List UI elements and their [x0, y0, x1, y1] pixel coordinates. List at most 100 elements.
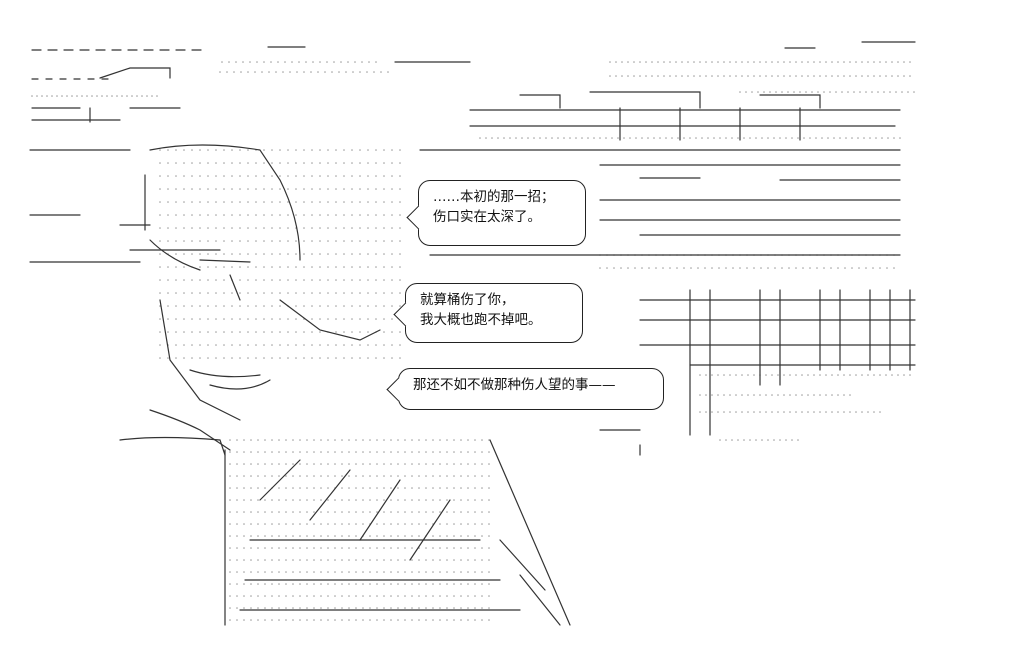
art-dot — [183, 149, 185, 151]
art-dot — [319, 357, 321, 359]
art-dot — [383, 547, 385, 549]
art-dot — [275, 71, 277, 73]
art-dot — [418, 595, 420, 597]
art-dot — [863, 137, 865, 139]
art-dot — [183, 201, 185, 203]
art-dot — [913, 91, 915, 93]
art-dot — [351, 318, 353, 320]
art-dot — [175, 344, 177, 346]
art-dot — [319, 318, 321, 320]
art-dot — [299, 535, 301, 537]
art-dot — [795, 267, 797, 269]
art-dot — [292, 511, 294, 513]
art-dot — [425, 511, 427, 513]
art-dot — [895, 91, 897, 93]
art-dot — [343, 188, 345, 190]
art-dot — [749, 137, 751, 139]
art-dot — [739, 267, 741, 269]
art-dot — [199, 240, 201, 242]
art-dot — [313, 571, 315, 573]
art-dot — [311, 344, 313, 346]
art-dot — [849, 411, 851, 413]
art-dot — [250, 547, 252, 549]
art-dot — [418, 571, 420, 573]
art-dot — [320, 595, 322, 597]
art-dot — [303, 175, 305, 177]
art-dot — [255, 305, 257, 307]
art-dot — [320, 619, 322, 621]
art-dot — [735, 394, 737, 396]
art-stroke — [149, 144, 301, 261]
art-dot — [397, 523, 399, 525]
art-dot — [641, 137, 643, 139]
art-dot — [859, 91, 861, 93]
art-dot — [801, 61, 803, 63]
art-dot — [755, 439, 757, 441]
art-dot — [287, 279, 289, 281]
art-dot — [285, 475, 287, 477]
art-dot — [243, 451, 245, 453]
art-dot — [843, 61, 845, 63]
art-dot — [411, 535, 413, 537]
art-dot — [369, 475, 371, 477]
art-dot — [777, 411, 779, 413]
art-dot — [223, 175, 225, 177]
art-dot — [825, 374, 827, 376]
art-dot — [488, 535, 490, 537]
art-dot — [264, 583, 266, 585]
art-dot — [348, 547, 350, 549]
art-dot — [375, 305, 377, 307]
art-dot — [229, 463, 231, 465]
art-dot — [319, 201, 321, 203]
art-dot — [279, 240, 281, 242]
art-dot — [299, 559, 301, 561]
art-dot — [175, 331, 177, 333]
art-dot — [271, 318, 273, 320]
art-dot — [651, 61, 653, 63]
art-dot — [292, 595, 294, 597]
art-dot — [207, 149, 209, 151]
art-dot — [255, 292, 257, 294]
art-dot — [319, 253, 321, 255]
art-dot — [867, 61, 869, 63]
art-dot — [404, 535, 406, 537]
art-dot — [348, 583, 350, 585]
art-dot — [287, 188, 289, 190]
art-dot — [348, 619, 350, 621]
art-dot — [334, 511, 336, 513]
art-dot — [327, 292, 329, 294]
art-dot — [467, 571, 469, 573]
art-dot — [383, 344, 385, 346]
art-dot — [404, 583, 406, 585]
art-dot — [795, 394, 797, 396]
art-dot — [891, 374, 893, 376]
art-dot — [264, 559, 266, 561]
art-dot — [460, 523, 462, 525]
art-dot — [355, 463, 357, 465]
art-dot — [327, 535, 329, 537]
art-dot — [295, 240, 297, 242]
art-dot — [375, 214, 377, 216]
art-dot — [359, 292, 361, 294]
art-dot — [223, 318, 225, 320]
art-dot — [801, 394, 803, 396]
art-dot — [341, 559, 343, 561]
art-dot — [243, 559, 245, 561]
art-dot — [359, 188, 361, 190]
art-dot — [460, 451, 462, 453]
art-dot — [285, 487, 287, 489]
art-dot — [467, 475, 469, 477]
art-dot — [367, 344, 369, 346]
art-dot — [250, 559, 252, 561]
art-dot — [803, 137, 805, 139]
art-dot — [819, 411, 821, 413]
art-dot — [453, 583, 455, 585]
art-dot — [263, 175, 265, 177]
art-dot — [587, 137, 589, 139]
art-dot — [295, 253, 297, 255]
art-dot — [355, 559, 357, 561]
art-dot — [351, 162, 353, 164]
art-dot — [271, 292, 273, 294]
art-dot — [855, 374, 857, 376]
art-dot — [287, 253, 289, 255]
